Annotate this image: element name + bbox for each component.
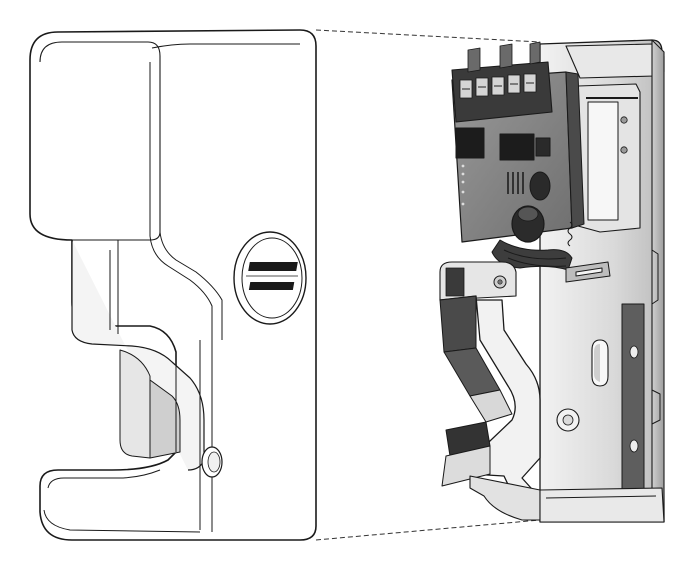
pcb-pins (461, 164, 465, 206)
pcb-spring (567, 221, 573, 247)
exploded-internals (439, 39, 665, 523)
cover-hook-shadow (149, 379, 181, 459)
latch-assembly (439, 261, 611, 301)
latch-lever-slot (575, 267, 603, 277)
latch-screw-center (497, 279, 503, 285)
cover-front-edge (159, 60, 223, 340)
plate-dark-strip (621, 303, 645, 491)
cover-bottom-lip (43, 509, 201, 533)
cover-top-recess-inner (151, 43, 300, 49)
projection-lines (315, 29, 541, 541)
pcb-ic-chip (455, 127, 485, 159)
cover-right-side-edge (199, 340, 213, 532)
badge-bar-1 (248, 262, 298, 271)
pcb-assembly (451, 41, 585, 247)
cover-hook-rib (109, 240, 177, 452)
pcb-edge (565, 71, 585, 229)
bracket-screw-2 (620, 146, 628, 154)
pcb-striped-component (507, 172, 524, 194)
terminal-block-tabs (467, 41, 541, 73)
cover-round-hole-inner (207, 451, 221, 473)
badge-bar-2 (248, 282, 295, 290)
enclosure-cover (29, 29, 317, 541)
hook-arm-dark-face-1 (439, 295, 477, 353)
pcb-cylinder-1-icon (529, 171, 551, 201)
bottom-tray-lip (545, 495, 657, 499)
capacitor-top (517, 206, 539, 222)
mounting-plate-flange-top (565, 43, 665, 79)
bottom-tray (539, 487, 665, 523)
center-slot-shade (594, 344, 600, 382)
bracket-screw-1 (620, 116, 628, 124)
strip-hole-2 (629, 439, 639, 453)
latch-dark-insert (445, 267, 465, 297)
badge-inner-ring (241, 237, 303, 319)
cover-front-edge-2 (149, 62, 213, 344)
strip-hole-1 (629, 345, 639, 359)
plate-notched-edge (651, 249, 661, 425)
hook-arm-foot (469, 475, 541, 521)
terminal-screw-slots (462, 82, 534, 90)
center-washer-inner (562, 414, 574, 426)
projection-line-top (315, 29, 541, 43)
cover-hook-inner (119, 349, 151, 459)
pcb-relay (499, 133, 535, 161)
hook-arm-mid-face (469, 389, 513, 423)
bracket-window (587, 101, 619, 221)
hook-arm-lower-face (441, 445, 491, 487)
cover-badge (233, 231, 307, 325)
cover-bottom-foot (47, 469, 161, 489)
pcb-small-component (535, 137, 551, 157)
cable-wrap (503, 249, 567, 267)
terminal-block (451, 41, 553, 123)
projection-line-bottom (315, 519, 541, 541)
